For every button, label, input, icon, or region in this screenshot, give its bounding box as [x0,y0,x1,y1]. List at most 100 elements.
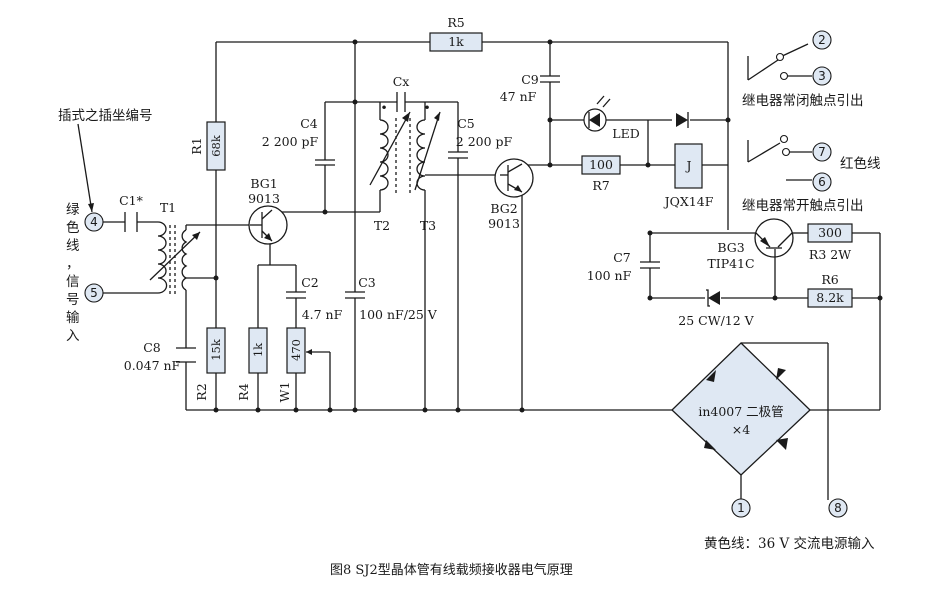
svg-text:信: 信 [66,274,80,290]
capacitor-cx: Cx [393,74,410,112]
svg-text:继电器常闭触点引出: 继电器常闭触点引出 [742,93,864,109]
svg-text:C7: C7 [613,250,631,265]
svg-text:绿: 绿 [66,202,80,218]
potentiometer-w1: 470 W1 [277,327,312,402]
svg-text:1: 1 [737,501,745,515]
resistor-r6: 8.2k R6 [807,272,853,308]
svg-text:T2: T2 [374,218,390,233]
svg-text:68k: 68k [209,134,223,157]
svg-text:J: J [684,158,691,173]
resistor-r5: 1k R5 [429,15,483,52]
transistor-bg3: BG3 TIP41C [707,218,794,271]
svg-text:T3: T3 [420,218,436,233]
led: LED [583,95,640,141]
diode-relay [676,112,689,128]
coil-t3: T3 • [409,100,441,233]
svg-text:•: • [380,100,387,115]
svg-text:C8: C8 [143,340,161,355]
svg-text:2: 2 [818,33,826,47]
svg-text:4: 4 [90,215,98,229]
svg-text:2 200 pF: 2 200 pF [262,134,319,149]
svg-text:15k: 15k [209,338,223,361]
svg-text:R1: R1 [189,137,204,154]
svg-text:R5: R5 [447,15,464,30]
svg-text:8: 8 [834,501,842,515]
green-wire-vertical-label: 绿 色 线 ， 信 号 输 入 [66,202,80,344]
zener-diode: 25 CW/12 V [678,289,755,328]
pin-4: 4 [84,212,104,232]
svg-text:线: 线 [66,238,80,254]
resistor-r4: 1k R4 [236,327,268,401]
pin-6: 6 [812,172,832,192]
pin-1: 1 [731,498,751,518]
svg-text:3: 3 [818,69,826,83]
capacitor-c9: C9 47 nF [500,72,560,104]
resistor-r7: 100 R7 [581,155,621,193]
svg-text:号: 号 [66,292,80,308]
svg-text:470: 470 [289,339,303,361]
pin-3: 3 [812,66,832,86]
capacitor-c8: C8 0.047 nF [124,340,196,373]
svg-text:Cx: Cx [393,74,410,89]
svg-text:100 nF: 100 nF [587,268,632,283]
capacitor-c1: C1* [119,193,144,232]
svg-text:0.047 nF: 0.047 nF [124,358,181,373]
svg-text:47 nF: 47 nF [500,89,537,104]
svg-text:in4007 二极管: in4007 二极管 [698,404,783,419]
svg-text:100: 100 [589,157,613,172]
svg-text:C9: C9 [521,72,539,87]
svg-text:×4: ×4 [732,422,750,437]
capacitor-c7: C7 100 nF [587,250,660,283]
svg-text:JQX14F: JQX14F [663,194,714,209]
svg-text:C4: C4 [300,116,318,131]
svg-text:C3: C3 [358,275,376,290]
svg-text:1k: 1k [251,342,265,357]
svg-text:R2: R2 [194,383,209,400]
input-annotation: 插式之插坐编号 [58,108,153,213]
svg-text:继电器常开触点引出: 继电器常开触点引出 [742,198,864,214]
svg-text:入: 入 [66,328,80,344]
resistor-r1: 68k R1 [189,121,226,171]
svg-text:输: 输 [66,310,80,326]
svg-text:图8 SJ2型晶体管有线载频接收器电气原理: 图8 SJ2型晶体管有线载频接收器电气原理 [330,562,573,578]
svg-text:1k: 1k [448,34,464,49]
svg-text:C1*: C1* [119,193,144,208]
transformer-t1: T1 [149,200,201,295]
svg-text:25 CW/12 V: 25 CW/12 V [678,313,754,328]
svg-text:红色线: 红色线 [840,155,881,172]
svg-text:BG3: BG3 [717,240,744,255]
pin-2: 2 [812,30,832,50]
coil-t2: T2 • [369,100,411,233]
capacitor-c2: C2 4.7 nF [286,275,343,322]
svg-text:4.7 nF: 4.7 nF [302,307,343,322]
svg-text:9013: 9013 [248,191,280,206]
figure-caption: 图8 SJ2型晶体管有线载频接收器电气原理 [330,562,573,578]
svg-text:C5: C5 [457,116,475,131]
junction-dots [213,39,883,413]
svg-text:5: 5 [90,286,98,300]
relay-contacts: 继电器常闭触点引出 继电器常开触点引出 红色线 [742,52,881,214]
svg-text:6: 6 [818,175,826,189]
svg-text:300: 300 [818,225,842,240]
svg-text:R3 2W: R3 2W [809,247,851,262]
svg-text:2 200 pF: 2 200 pF [456,134,513,149]
wires [103,41,881,500]
resistor-r2: 15k R2 [194,327,226,401]
capacitor-c4: C4 2 200 pF [262,116,335,166]
svg-text:TIP41C: TIP41C [707,256,754,271]
bridge-rectifier: in4007 二极管 ×4 [671,342,811,476]
svg-text:黄色线：36 V 交流电源输入: 黄色线：36 V 交流电源输入 [704,535,875,552]
svg-text:9013: 9013 [488,216,520,231]
pin-5: 5 [84,283,104,303]
svg-text:BG1: BG1 [250,176,277,191]
svg-text:8.2k: 8.2k [816,290,844,305]
svg-text:BG2: BG2 [490,201,517,216]
svg-text:C2: C2 [301,275,319,290]
capacitor-c3: C3 100 nF/25 V [345,275,438,322]
capacitor-c5: C5 2 200 pF [448,116,513,159]
power-input-label: 黄色线：36 V 交流电源输入 [704,535,875,552]
transistor-bg1: BG1 9013 [248,176,288,245]
relay-coil: J JQX14F [663,143,714,209]
svg-text:LED: LED [612,126,639,141]
